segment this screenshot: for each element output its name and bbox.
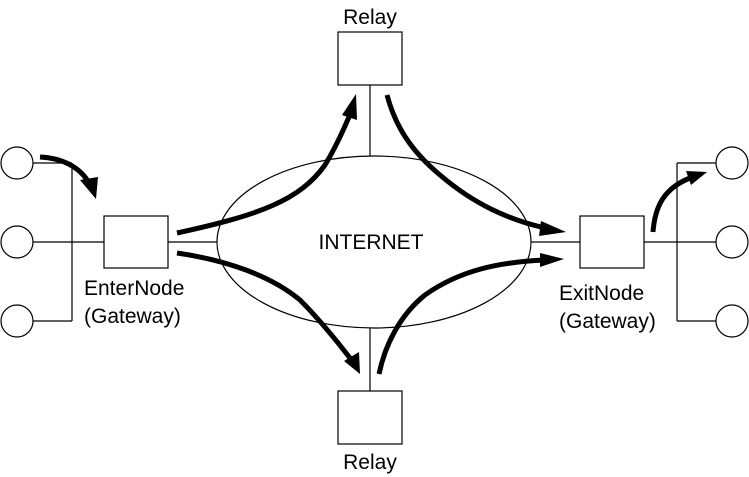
enter-node-label: EnterNode — [84, 277, 184, 300]
relay-top[interactable] — [337, 31, 403, 86]
flow-arrow-enter-to-relay-top — [176, 113, 353, 236]
left-host-3[interactable] — [0, 304, 34, 338]
flow-arrows — [39, 94, 707, 375]
left-host-2[interactable] — [0, 225, 34, 259]
relay-bottom-label: Relay — [343, 451, 397, 474]
exit-node-sublabel: (Gateway) — [559, 310, 656, 333]
arrowhead-relay-bottom-to-exit — [540, 253, 564, 267]
exit-node[interactable] — [579, 215, 645, 269]
arrowhead-host-to-enter — [80, 177, 98, 199]
flow-arrow-relay-bottom-to-exit — [376, 257, 546, 375]
relay-top-label: Relay — [343, 6, 397, 29]
left-host-1[interactable] — [0, 146, 34, 180]
flow-arrow-relay-top-to-exit — [384, 94, 546, 231]
right-host-3[interactable] — [715, 304, 749, 338]
relay-bottom[interactable] — [337, 390, 403, 445]
flow-arrow-enter-to-relay-bottom — [176, 250, 355, 364]
left-network — [0, 146, 104, 338]
right-host-2[interactable] — [715, 225, 749, 259]
arrowhead-enter-to-relay-top — [342, 94, 357, 120]
enter-node-sublabel: (Gateway) — [84, 305, 181, 328]
arrowhead-relay-top-to-exit — [539, 221, 566, 236]
enter-node[interactable] — [103, 215, 169, 269]
right-network — [644, 146, 749, 338]
flow-arrow-host-to-enter — [39, 154, 92, 185]
arrowhead-exit-to-host — [686, 171, 707, 185]
internet-label: INTERNET — [319, 231, 424, 254]
flow-arrow-exit-to-host — [650, 175, 691, 233]
arrowhead-enter-to-relay-bottom — [344, 352, 360, 374]
exit-node-label: ExitNode — [559, 282, 644, 305]
right-host-1[interactable] — [715, 146, 749, 180]
